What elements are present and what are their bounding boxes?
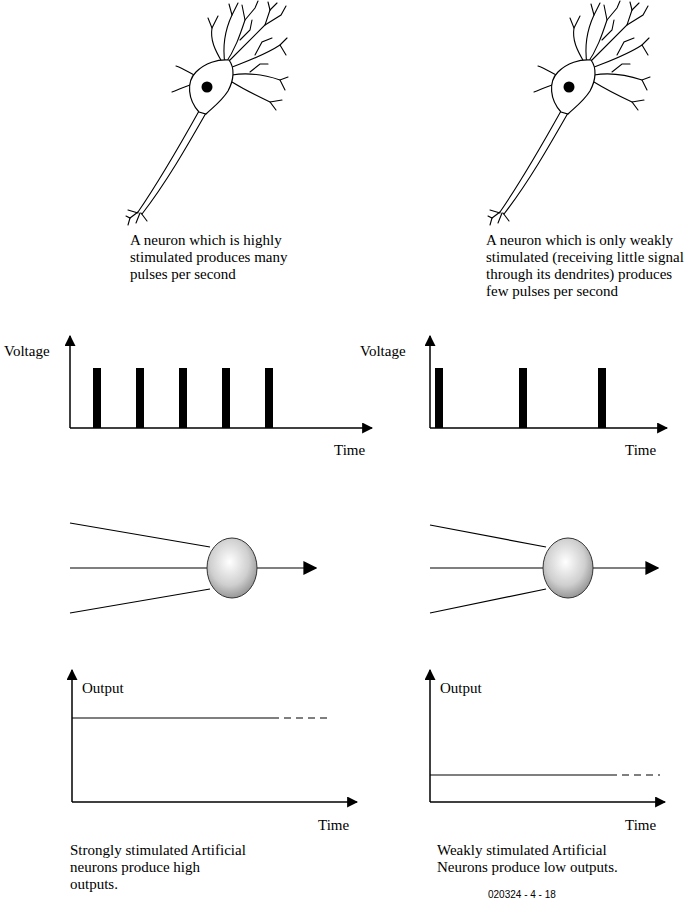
axis-label: Time [625, 817, 656, 834]
neuron-illustration [126, 1, 288, 225]
axis-label: Time [625, 442, 656, 459]
axis-label: Voltage [4, 343, 50, 360]
axis-label: Output [82, 680, 124, 697]
neuron-illustration [488, 1, 650, 225]
output-graph [430, 670, 665, 802]
axis-label: Output [440, 680, 482, 697]
axis-label: Time [334, 442, 365, 459]
axis-label: Time [318, 817, 349, 834]
artificial-neuron [70, 523, 316, 613]
neuron-caption: A neuron which is highly stimulated prod… [130, 232, 308, 283]
graph-caption: Strongly stimulated Artificial neurons p… [70, 842, 250, 893]
artificial-neuron [430, 525, 658, 613]
voltage-graph [430, 336, 667, 428]
output-graph [72, 670, 357, 802]
figure-code: 020324 - 4 - 18 [488, 889, 556, 900]
graph-caption: Weakly stimulated Artificial Neurons pro… [437, 842, 637, 876]
voltage-graph [70, 336, 372, 428]
axis-label: Voltage [360, 343, 406, 360]
neuron-caption: A neuron which is only weakly stimulated… [486, 232, 686, 300]
